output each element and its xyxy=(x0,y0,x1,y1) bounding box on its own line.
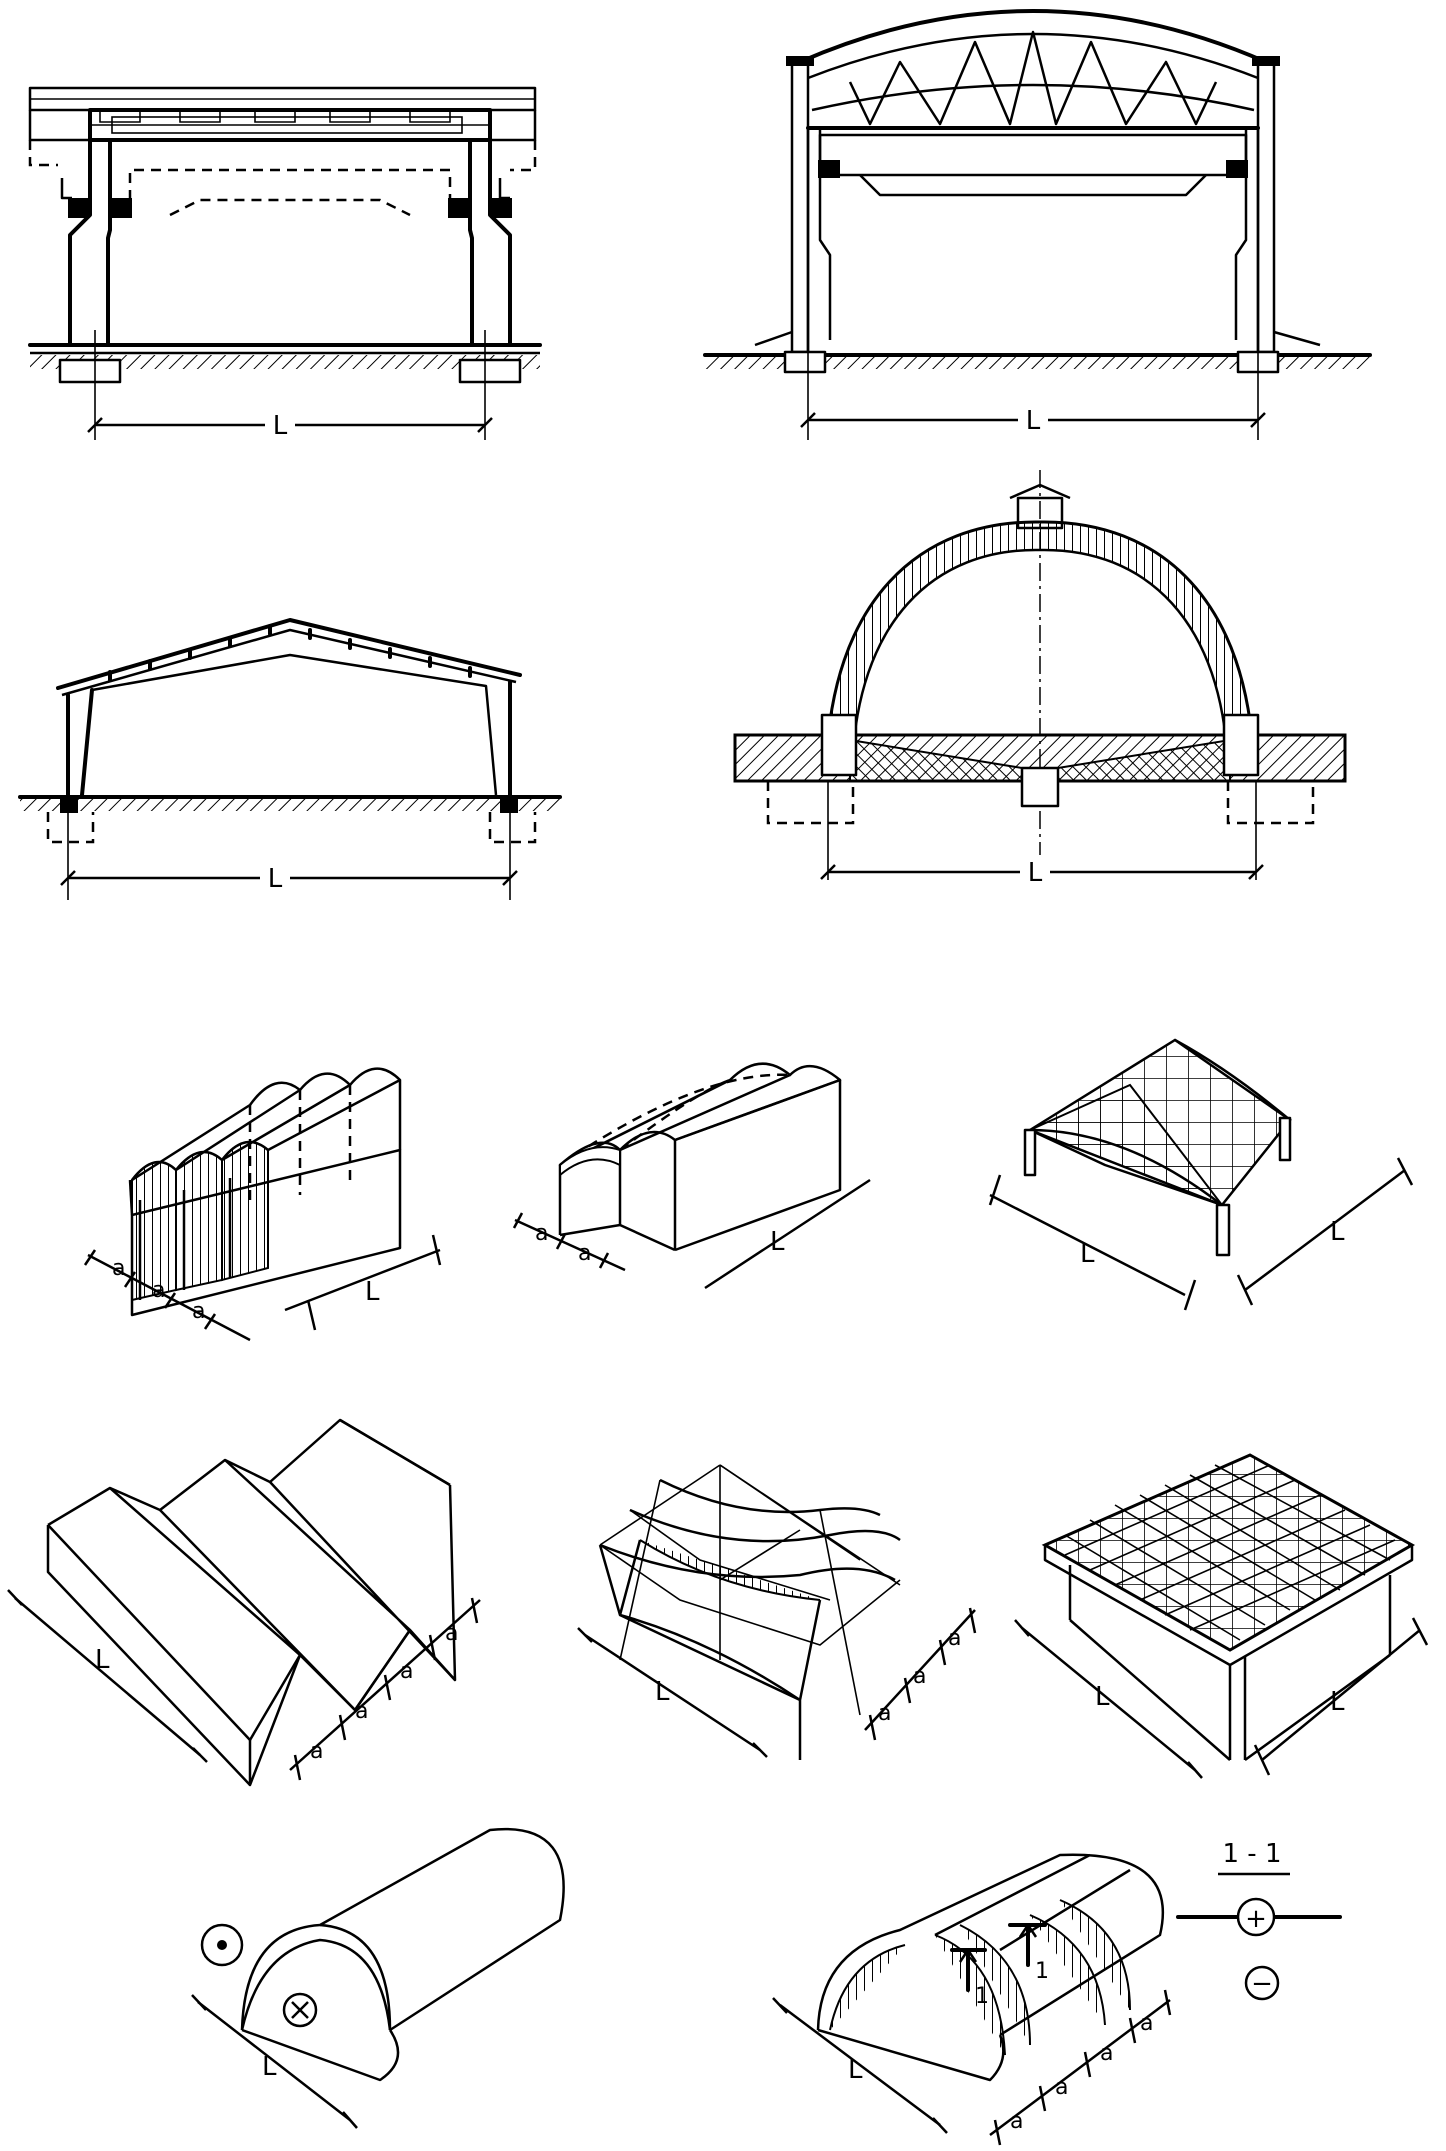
span-label: L xyxy=(268,864,283,894)
span-label: L xyxy=(770,1227,785,1257)
block-arch-section: L xyxy=(733,470,1347,888)
minus-sign: − xyxy=(1251,1969,1273,1999)
plus-sign: + xyxy=(1245,1904,1267,1934)
bay-label: a xyxy=(152,1278,165,1303)
bay-label: a xyxy=(445,1621,458,1646)
span-label: L xyxy=(1095,1682,1110,1712)
bay-label: a xyxy=(878,1701,891,1726)
positive-pressure-icon xyxy=(1236,1897,1276,1937)
bay-label: a xyxy=(355,1699,368,1724)
space-frame-roof: L L xyxy=(1014,1453,1429,1779)
span-label: L xyxy=(1026,406,1041,436)
hypar-grid-roof: L L xyxy=(988,1038,1414,1311)
section-mark: 1 xyxy=(1035,1959,1049,1984)
span-label: L xyxy=(655,1677,670,1707)
bay-label: a xyxy=(913,1664,926,1689)
air-ribbed-structure: 1 1 L a a a a xyxy=(772,1853,1172,2146)
bay-label: a xyxy=(400,1659,413,1684)
bay-label: a xyxy=(112,1256,125,1281)
bay-label: a xyxy=(1055,2075,1068,2100)
long-barrel-shells: a a L xyxy=(512,1062,871,1290)
portal-frame-section: L xyxy=(18,618,562,900)
bay-label: a xyxy=(1010,2109,1023,2134)
span-label: L xyxy=(848,2055,863,2085)
pneumatic-air-supported-structure: L xyxy=(191,1827,565,2129)
span-label: L xyxy=(273,411,288,441)
saddle-shell-roof: L a a a xyxy=(577,1464,977,1760)
negative-pressure-icon xyxy=(1244,1965,1280,2001)
arch-truss-frame-section: L xyxy=(703,9,1372,440)
span-label: L xyxy=(365,1277,380,1307)
bay-label: a xyxy=(1140,2011,1153,2036)
span-label: L xyxy=(1330,1687,1345,1717)
bay-label: a xyxy=(948,1626,961,1651)
span-label: L xyxy=(262,2052,277,2082)
section-mark: 1 xyxy=(975,1984,989,2009)
beam-frame-section: L xyxy=(28,86,542,441)
multi-cylinder-shells: a a a L xyxy=(83,1067,442,1342)
bay-label: a xyxy=(535,1221,548,1246)
bay-label: a xyxy=(1100,2041,1113,2066)
span-label: L xyxy=(1080,1239,1095,1269)
span-label: L xyxy=(1028,858,1043,888)
span-label: L xyxy=(1330,1217,1345,1247)
span-label: L xyxy=(95,1645,110,1675)
bay-label: a xyxy=(310,1739,323,1764)
section-title: 1 - 1 xyxy=(1223,1839,1282,1869)
bay-label: a xyxy=(578,1241,591,1266)
section-1-1-legend: 1 - 1 + − xyxy=(1176,1839,1342,2001)
folded-plate-roof: L a a a a xyxy=(7,1418,481,1787)
bay-label: a xyxy=(192,1299,205,1324)
